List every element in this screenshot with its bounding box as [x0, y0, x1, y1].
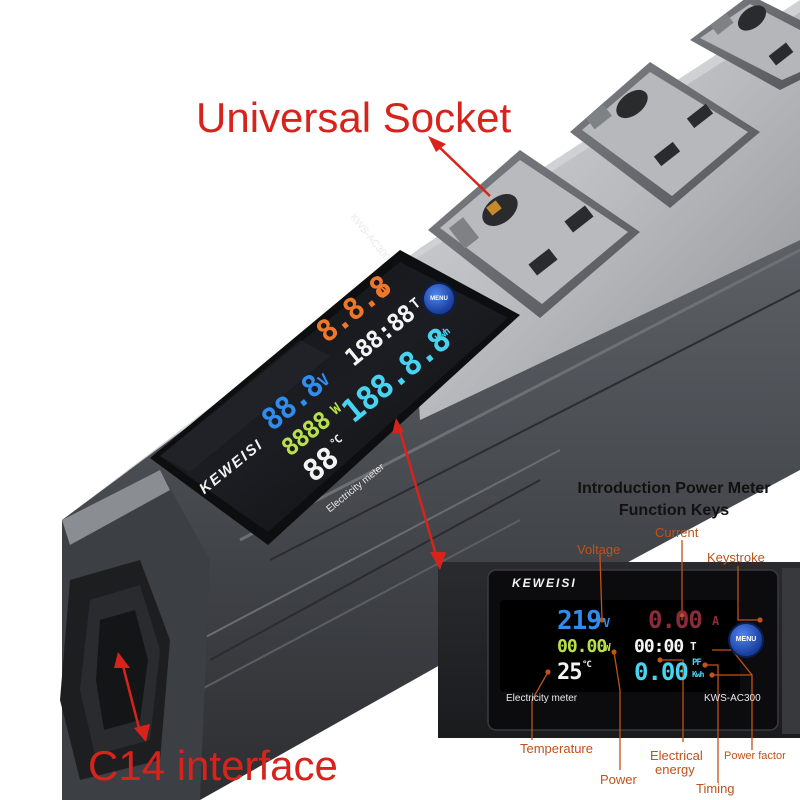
c14-inlet [60, 560, 170, 780]
intro-heading: Introduction Power Meter Function Keys [548, 478, 800, 522]
inset-meter-model: KWS-AC300 [704, 693, 761, 704]
inset-meter-energy-unit: Kwh [692, 670, 704, 679]
inset-meter-voltage: 219 [557, 606, 602, 636]
universal-socket-3 [690, 0, 800, 90]
inset-meter-timer-unit: T [690, 640, 697, 653]
callout-electrical-energy-1: Electrical [650, 748, 703, 763]
callout-temperature: Temperature [520, 741, 593, 756]
callout-lines [531, 540, 760, 783]
callout-power: Power [600, 772, 637, 787]
main-meter-temperature-unit: °C [327, 432, 345, 451]
main-meter-menu-button[interactable]: MENU [422, 282, 456, 316]
inset-meter-current-unit: A [712, 614, 719, 628]
arrow-heads [114, 136, 446, 742]
inset-meter-voltage-unit: V [603, 616, 610, 630]
callout-keystroke: Keystroke [707, 550, 765, 565]
callout-power-factor: Power factor [724, 750, 786, 762]
inset-meter-power: 00.00 [557, 636, 607, 657]
inset-meter-timer: 00:00 [634, 636, 684, 657]
inset-meter-menu-label: MENU [735, 636, 757, 643]
inset-meter-energy: 0.00 [634, 658, 689, 686]
callout-electrical-energy-2: energy [655, 762, 695, 777]
intro-line-1: Introduction Power Meter [577, 480, 771, 497]
intro-line-2: Function Keys [618, 502, 730, 519]
universal-socket-2 [570, 62, 760, 208]
inset-meter-power-unit: W [604, 641, 611, 654]
main-meter-brand: KEWEISI [196, 435, 267, 498]
inset-meter-footer: Electricity meter [506, 693, 578, 704]
inset-meter-menu-button[interactable]: MENU [728, 622, 764, 658]
inset-meter-temperature: 25 [557, 660, 582, 685]
inset-meter-panel [438, 562, 800, 738]
universal-socket-label: Universal Socket [196, 94, 512, 141]
inset-meter-current: 0.00 [648, 606, 703, 634]
inset-meter-pf-unit: PF [692, 658, 702, 668]
inset-meter-temperature-unit: °C [582, 660, 592, 670]
callout-current: Current [655, 525, 699, 540]
main-meter-menu-label: MENU [430, 296, 448, 302]
c14-interface-label: C14 interface [88, 742, 338, 789]
inset-meter-brand: KEWEISI [512, 576, 577, 590]
leader-lines [120, 141, 491, 733]
main-meter-housing [150, 250, 520, 545]
universal-socket-1 [428, 150, 640, 318]
callout-voltage: Voltage [577, 542, 621, 557]
callout-timing: Timing [696, 781, 735, 796]
pdu-front-face [62, 240, 800, 800]
